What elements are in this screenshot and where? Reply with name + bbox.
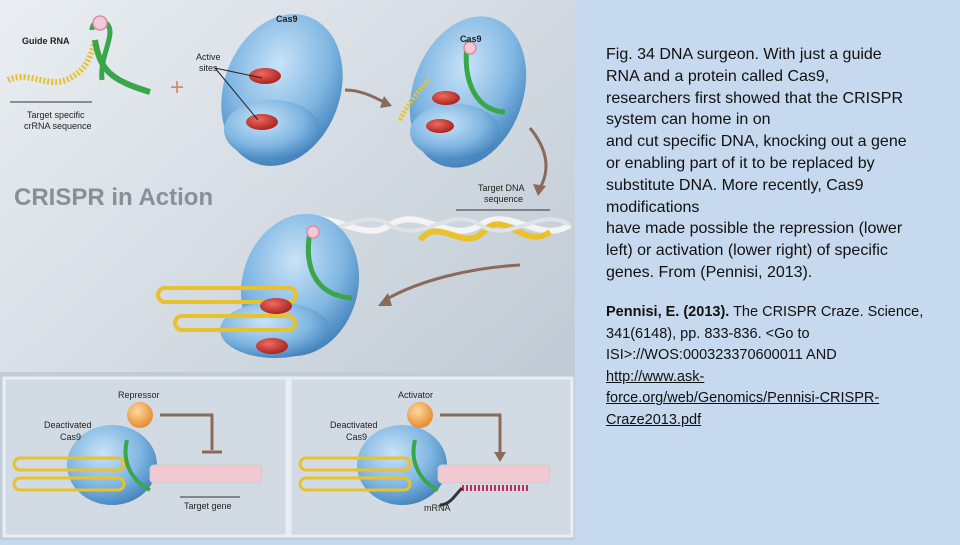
active-sites-pointer-b: [214, 67, 259, 121]
caption-line: researchers first showed that the CRISPR: [606, 89, 904, 107]
step-arrow-3-head: [378, 293, 392, 306]
repressor-label: Repressor: [118, 390, 160, 400]
active-site-2b: [426, 119, 454, 133]
repressor-ball: [127, 402, 153, 428]
caption-line: have made possible the repression (lower: [606, 220, 903, 238]
active-site-1a: [249, 68, 281, 84]
right-dna-lower: [298, 476, 412, 492]
mrna-tail: [439, 486, 464, 507]
guide-rna-green-strand: [92, 39, 151, 95]
step-arrow-1-head: [380, 96, 392, 108]
reference-line-1: Pennisi, E. (2013). The CRISPR Craze. Sc…: [606, 302, 951, 324]
caption-line: modifications: [606, 198, 700, 216]
caption-line: left) or activation (lower right) of spe…: [606, 242, 888, 260]
cas9-label-1: Cas9: [276, 14, 298, 24]
target-crrna-label-2: crRNA sequence: [24, 121, 92, 131]
step-arrow-1: [344, 88, 385, 104]
cas9-lobe-2b: [410, 104, 500, 160]
right-guide-rna: [411, 439, 439, 492]
step-arrow-2: [528, 127, 548, 189]
reference-author-year: Pennisi, E. (2013).: [606, 304, 730, 320]
caption-line: Fig. 34 DNA surgeon. With just a guide: [606, 46, 882, 63]
deactivated-cas9-left: [67, 425, 157, 505]
crispr-diagram: Guide RNA Target specific crRNA sequence…: [0, 0, 575, 540]
target-gene-block: [149, 464, 263, 484]
plus-sign: +: [170, 74, 184, 101]
left-guide-rna: [123, 439, 151, 492]
deactivated-left-label-1: Deactivated: [44, 420, 92, 430]
active-site-3a: [260, 298, 292, 314]
figure-caption: Fig. 34 DNA surgeon. With just a guide R…: [606, 44, 951, 284]
guide-rna-in-cas9-yellow: [397, 76, 432, 122]
target-gene-label: Target gene: [184, 501, 232, 511]
deactivated-right-label-1: Deactivated: [330, 420, 378, 430]
reference-title: The CRISPR Craze. Science,: [729, 304, 924, 320]
target-crrna-label-1: Target specific: [27, 110, 85, 120]
mrna-label: mRNA: [424, 503, 451, 513]
cas9-label-2: Cas9: [460, 34, 482, 44]
step-arrow-3: [384, 263, 521, 302]
active-site-2a: [432, 91, 460, 105]
dna-upper-strand: [156, 286, 298, 304]
active-sites-label-1: Active: [196, 52, 221, 62]
reference-line-2: 341(6148), pp. 833-836. <Go to: [606, 325, 810, 342]
caption-line: and cut specific DNA, knocking out a gen…: [606, 133, 907, 151]
reference-line-3: ISI>://WOS:000323370600011 AND: [606, 347, 837, 364]
guide-rna-label: Guide RNA: [22, 36, 70, 46]
reference-link-line-3[interactable]: Craze2013.pdf: [606, 411, 702, 428]
caption-line: RNA and a protein called Cas9,: [606, 67, 830, 85]
dna-strand-yellow: [417, 221, 552, 243]
caption-panel: Fig. 34 DNA surgeon. With just a guide R…: [575, 0, 960, 540]
reference-link-line-1[interactable]: http://www.ask-: [606, 368, 705, 385]
crispr-diagram-svg: Guide RNA Target specific crRNA sequence…: [0, 0, 575, 540]
activation-illustration: Activator Deactivated Cas9 mRNA: [298, 390, 551, 513]
guide-rna-group: Guide RNA Target specific crRNA sequence: [6, 15, 151, 131]
cas9-lobe-1b: [224, 100, 320, 160]
dna-lower-strand: [173, 314, 297, 332]
reference-link-line-2[interactable]: force.org/web/Genomics/Pennisi-CRISPR-: [606, 390, 880, 407]
left-dna-upper: [12, 456, 126, 472]
caption-line: system can home in on: [606, 111, 771, 129]
cas9-cutting-dna: [156, 213, 360, 358]
guide-rna-loop: [92, 15, 108, 31]
target-dna-label-2: sequence: [484, 194, 523, 204]
target-dna-helix: Target DNA sequence: [298, 183, 572, 243]
target-dna-label-1: Target DNA: [478, 183, 525, 193]
activator-ball: [407, 402, 433, 428]
guide-rna-in-cas9-green-3: [305, 231, 353, 301]
active-site-1b: [246, 114, 278, 130]
active-sites-pointer-a: [214, 67, 263, 79]
deactivated-left-label-2: Cas9: [60, 432, 81, 442]
reference-citation: Pennisi, E. (2013). The CRISPR Craze. Sc…: [606, 302, 951, 432]
caption-line: genes. From (Pennisi, 2013).: [606, 263, 813, 281]
activator-label: Activator: [398, 390, 433, 400]
activator-arrow-head: [494, 452, 506, 462]
cas9-protein-1: Cas9 Active sites: [196, 14, 343, 166]
repression-illustration: Repressor Deactivated Cas9 Target gene: [12, 390, 263, 511]
left-dna-lower: [12, 476, 126, 492]
deactivated-cas9-right: [357, 425, 447, 505]
right-dna-upper: [298, 456, 412, 472]
caption-line: or enabling part of it to be replaced by: [606, 154, 875, 172]
crispr-in-action-title: CRISPR in Action: [14, 184, 213, 211]
guide-rna-loop-3: [306, 225, 320, 239]
cas9-protein-2: Cas9: [397, 16, 527, 168]
step-arrow-2-head: [533, 184, 546, 196]
dna-strand-white-2: [298, 217, 572, 233]
deactivated-right-label-2: Cas9: [346, 432, 367, 442]
guide-rna-loop-2: [463, 41, 477, 55]
activated-gene-block: [437, 464, 551, 484]
caption-line: substitute DNA. More recently, Cas9: [606, 176, 864, 194]
active-site-3b: [256, 338, 288, 354]
active-sites-label-2: sites: [199, 63, 218, 73]
repressor-inhibition-line: [160, 413, 214, 450]
activator-arrow-line: [440, 413, 502, 455]
